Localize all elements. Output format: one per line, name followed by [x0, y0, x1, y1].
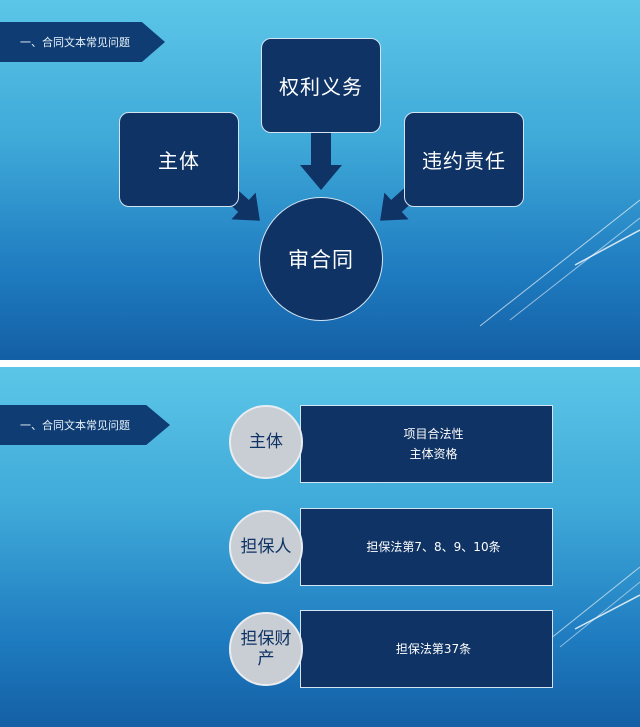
slide-1: 一、合同文本常见问题 权利义务 主体 违约责任 审合同: [0, 0, 640, 360]
decorative-lines: [479, 199, 640, 327]
slide-2: 一、合同文本常见问题 项目合法性 主体资格 主体 担保法第7、8、9、10条 担…: [0, 367, 640, 727]
section-header-text: 一、合同文本常见问题: [20, 419, 130, 432]
row-label-subject: 主体: [229, 405, 303, 479]
section-header-tag: 一、合同文本常见问题: [0, 22, 165, 62]
row-label-guarantor: 担保人: [229, 510, 303, 584]
decorative-lines: [549, 566, 640, 648]
row-panel-guarantee-property: 担保法第37条: [300, 610, 553, 688]
row-text: 项目合法性: [403, 427, 464, 441]
node-subject: 主体: [119, 112, 239, 207]
section-header-text: 一、合同文本常见问题: [20, 36, 130, 49]
arrow-down: [300, 133, 342, 190]
section-header-tag: 一、合同文本常见问题: [0, 405, 170, 445]
row-label-guarantee-property: 担保财产: [229, 612, 303, 686]
row-text: 担保法第7、8、9、10条: [366, 540, 501, 554]
row-panel-guarantor: 担保法第7、8、9、10条: [300, 508, 553, 586]
row-text: 担保法第37条: [395, 642, 472, 656]
row-panel-subject: 项目合法性 主体资格: [300, 405, 553, 483]
node-rights-obligations: 权利义务: [261, 38, 381, 133]
row-text: 主体资格: [409, 447, 458, 461]
node-review-contract: 审合同: [259, 197, 383, 321]
node-breach-liability: 违约责任: [404, 112, 524, 207]
